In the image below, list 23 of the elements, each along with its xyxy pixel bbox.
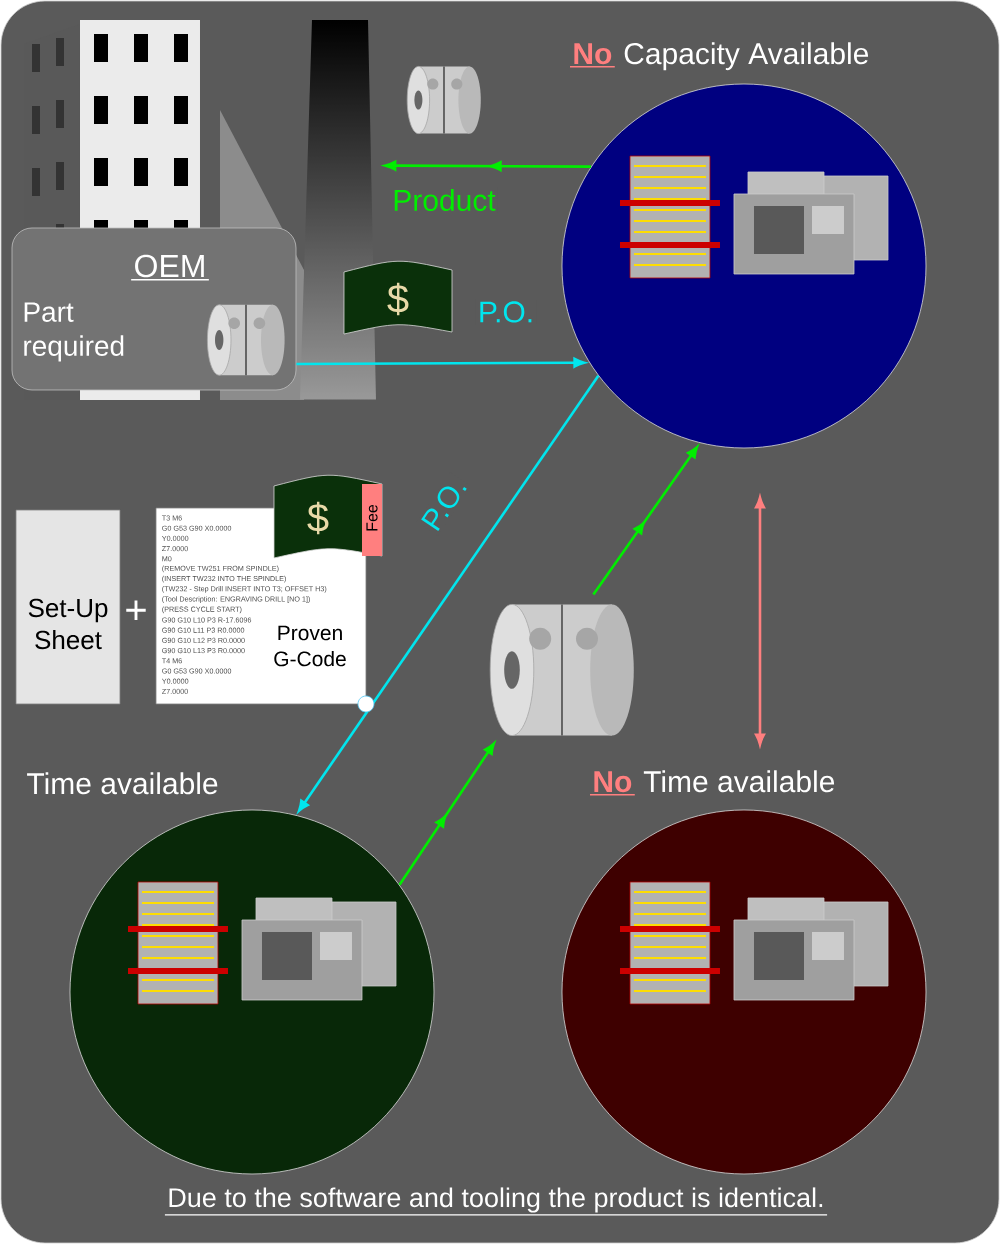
coupling-drawing — [489, 603, 634, 737]
heading: Capacity Available — [624, 42, 869, 71]
arrow — [398, 742, 495, 886]
heading: Time available — [27, 772, 218, 795]
label-text: Part required — [24, 302, 124, 362]
arrow — [754, 496, 765, 746]
edge-label: P.O. — [416, 472, 472, 536]
arrow — [384, 160, 592, 172]
plus-sign: + — [126, 600, 146, 621]
arrow — [297, 375, 600, 812]
caption: Due to the software and tooling the product is identical. — [164, 1187, 828, 1216]
highlighted-word: No — [569, 43, 616, 68]
banknote: Fee $ — [273, 474, 383, 559]
highlighted-word: No — [589, 771, 636, 796]
heading: OEM — [130, 254, 210, 281]
banknote: $ — [343, 260, 453, 335]
set-up-sheet: Set-Up Sheet — [15, 509, 121, 705]
heading: Time available — [643, 770, 835, 793]
edge-label: Product — [390, 187, 498, 213]
arrow — [296, 357, 586, 368]
edge-label: P.O. — [475, 299, 537, 325]
label-text: Proven G-Code — [274, 625, 346, 667]
arrow — [592, 446, 699, 596]
